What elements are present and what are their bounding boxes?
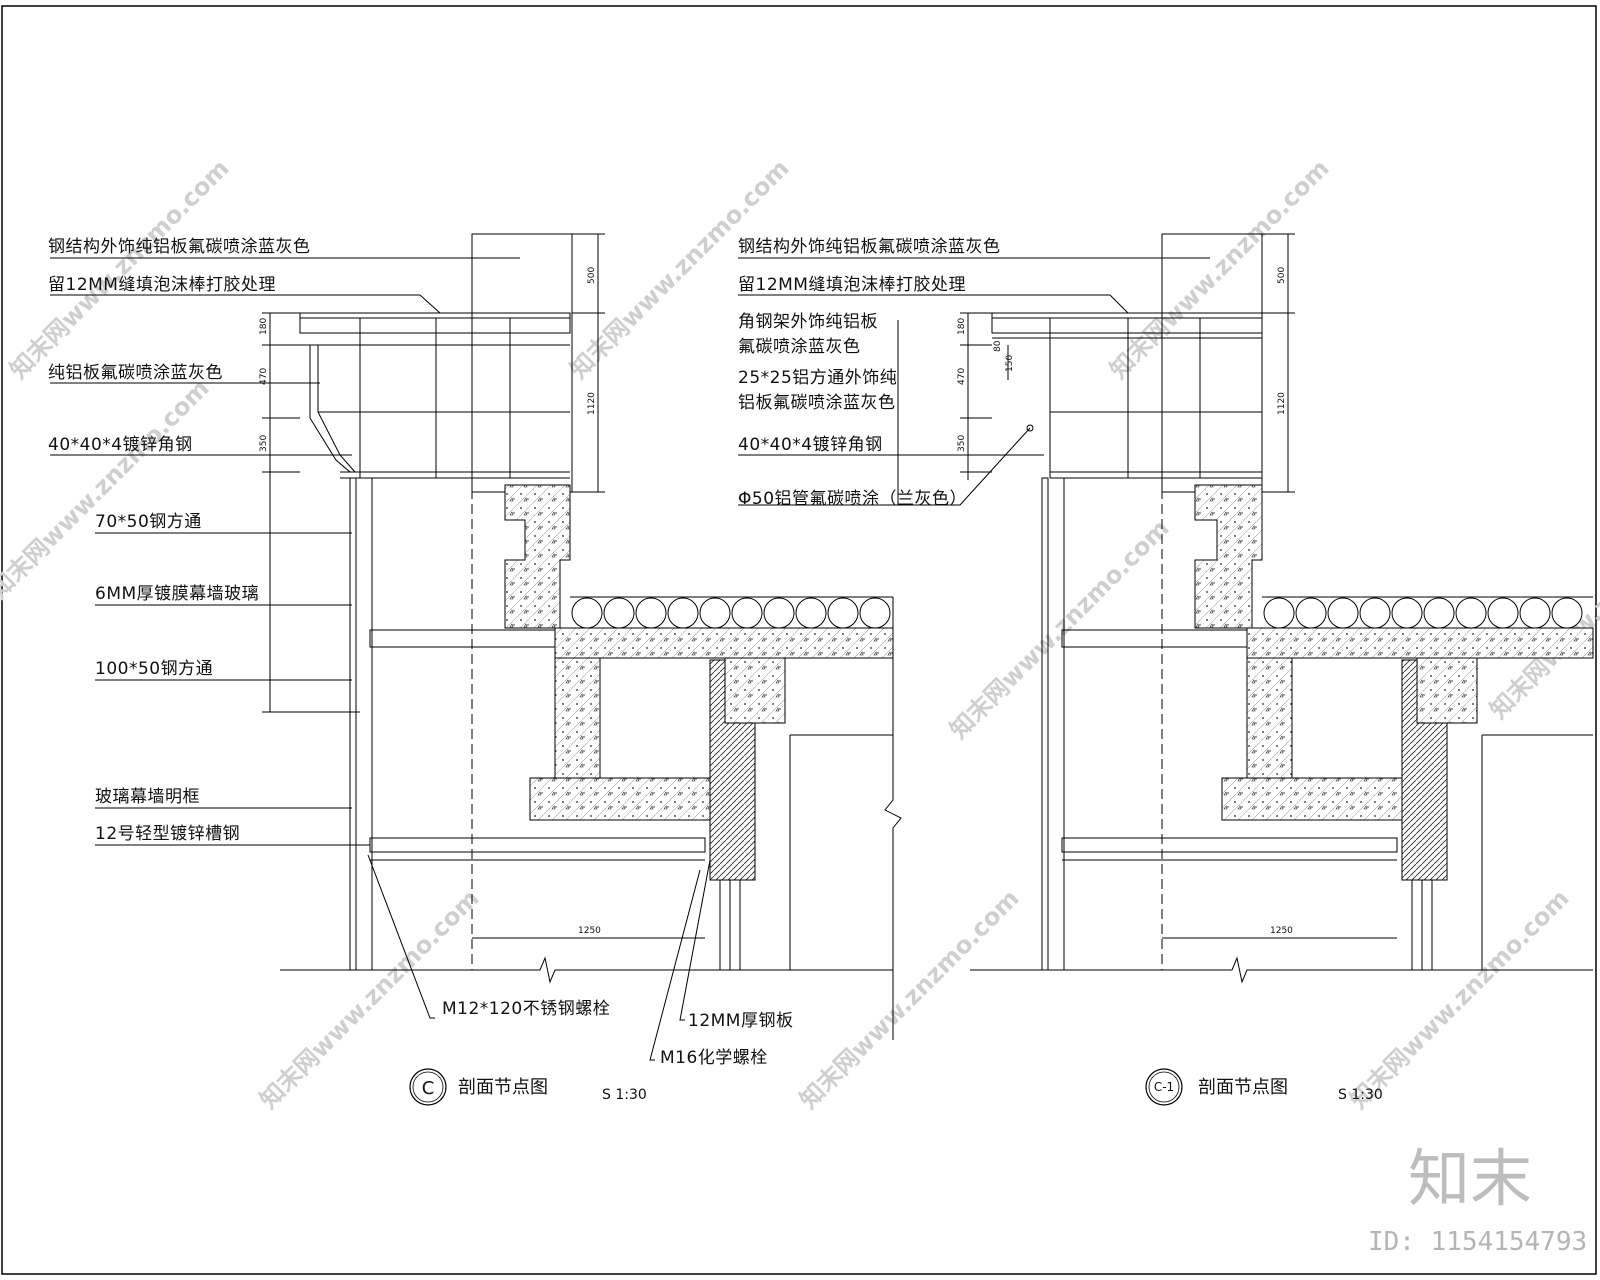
section-marker-c1-text: C-1 xyxy=(1154,1080,1174,1094)
dim-470: 470 xyxy=(259,368,269,385)
r-label-aluminum-clad-steel: 钢结构外饰纯铝板氟碳喷涂蓝灰色 xyxy=(738,237,1001,257)
label-sealant-joint: 留12MM缝填泡沫棒打胶处理 xyxy=(48,275,276,295)
r-dim-150: 150 xyxy=(1005,355,1015,372)
svg-text:知末网www.znzmo.com: 知末网www.znzmo.com xyxy=(1344,884,1574,1114)
svg-text:知末网www.znzmo.com: 知末网www.znzmo.com xyxy=(944,514,1174,744)
label-coated-glass: 6MM厚镀膜幕墙玻璃 xyxy=(95,584,259,604)
title-right: 剖面节点图 xyxy=(1198,1077,1288,1098)
label-stainless-bolt: M12*120不锈钢螺栓 xyxy=(442,999,610,1019)
svg-text:知末网www.znzmo.com: 知末网www.znzmo.com xyxy=(1104,154,1334,384)
r-label-aluminum-tube-coating: 铝板氟碳喷涂蓝灰色 xyxy=(738,393,896,413)
brand-watermark: 知末 ID: 1154154793 xyxy=(1368,1142,1587,1257)
dim-350: 350 xyxy=(259,435,269,452)
watermark-id: ID: 1154154793 xyxy=(1368,1227,1587,1257)
r-dim-500: 500 xyxy=(1277,267,1287,284)
left-labels: 钢结构外饰纯铝板氟碳喷涂蓝灰色 留12MM缝填泡沫棒打胶处理 纯铝板氟碳喷涂蓝灰… xyxy=(48,237,793,1106)
r-dim-180: 180 xyxy=(957,318,967,335)
svg-text:知末网www.znzmo.com: 知末网www.znzmo.com xyxy=(4,154,234,384)
dim-1120: 1120 xyxy=(587,392,597,415)
right-detail xyxy=(738,233,1594,984)
label-steel-tube-70x50: 70*50钢方通 xyxy=(95,512,202,532)
r-label-angle-steel: 40*40*4镀锌角钢 xyxy=(738,435,883,455)
brand-logo-text: 知末 xyxy=(1408,1142,1532,1215)
dim-180: 180 xyxy=(259,318,269,335)
label-chemical-bolt: M16化学螺栓 xyxy=(660,1048,768,1068)
scale-left: S 1:30 xyxy=(602,1087,647,1103)
r-dim-1120: 1120 xyxy=(1277,392,1287,415)
dim-1250: 1250 xyxy=(578,926,601,936)
r-label-aluminum-pipe: Φ50铝管氟碳喷涂（兰灰色） xyxy=(738,489,967,509)
label-steel-plate: 12MM厚钢板 xyxy=(688,1011,793,1031)
left-detail xyxy=(50,233,902,1061)
label-aluminum-clad-steel: 钢结构外饰纯铝板氟碳喷涂蓝灰色 xyxy=(48,237,311,257)
r-dim-1250: 1250 xyxy=(1270,926,1293,936)
sheet-border xyxy=(1,5,1597,1275)
right-labels: 钢结构外饰纯铝板氟碳喷涂蓝灰色 留12MM缝填泡沫棒打胶处理 角钢架外饰纯铝板 … xyxy=(738,237,1383,1106)
r-dim-470: 470 xyxy=(957,368,967,385)
section-marker-c1 xyxy=(1145,1068,1183,1106)
label-steel-tube-100x50: 100*50钢方通 xyxy=(95,659,213,679)
r-label-aluminum-tube: 25*25铝方通外饰纯 xyxy=(738,368,897,388)
dim-500: 500 xyxy=(587,267,597,284)
label-channel-steel: 12号轻型镀锌槽钢 xyxy=(95,824,240,844)
scale-right: S 1:30 xyxy=(1338,1087,1383,1103)
svg-text:知末网www.znzmo.com: 知末网www.znzmo.com xyxy=(1484,494,1600,724)
section-marker-c-text: C xyxy=(422,1078,435,1099)
title-left: 剖面节点图 xyxy=(458,1077,548,1098)
section-marker-c xyxy=(409,1068,447,1106)
label-aluminum-panel: 纯铝板氟碳喷涂蓝灰色 xyxy=(48,363,223,383)
svg-text:知末网www.znzmo.com: 知末网www.znzmo.com xyxy=(794,884,1024,1114)
svg-text:知末网www.znzmo.com: 知末网www.znzmo.com xyxy=(0,374,215,604)
label-angle-steel: 40*40*4镀锌角钢 xyxy=(48,435,193,455)
r-label-angle-frame: 角钢架外饰纯铝板 xyxy=(738,312,878,332)
r-label-angle-frame-coating: 氟碳喷涂蓝灰色 xyxy=(738,337,861,357)
label-exposed-frame: 玻璃幕墙明框 xyxy=(95,787,200,807)
r-label-sealant-joint: 留12MM缝填泡沫棒打胶处理 xyxy=(738,275,966,295)
r-dim-80: 80 xyxy=(993,340,1003,352)
r-dim-350: 350 xyxy=(957,435,967,452)
